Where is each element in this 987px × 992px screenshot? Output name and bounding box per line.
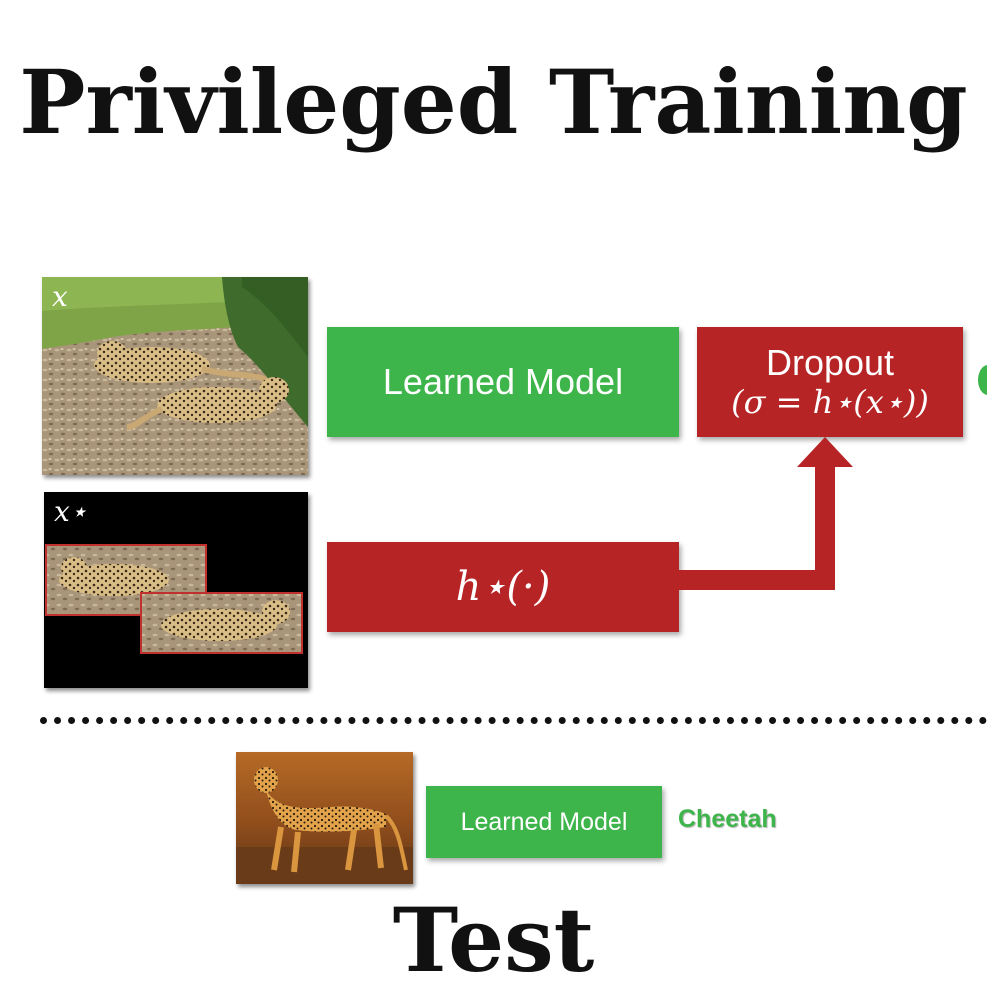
test-image [236, 752, 413, 884]
learned-model-label: Learned Model [382, 361, 624, 402]
arrow-hstar-to-dropout [679, 437, 853, 590]
section-divider [40, 717, 987, 724]
hstar-label: h⋆(·) [455, 564, 551, 610]
green-marker [978, 365, 987, 395]
learned-model-box: Learned Model [327, 327, 679, 437]
hstar-box: h⋆(·) [327, 542, 679, 632]
title-privileged-training: Privileged Training [19, 50, 968, 154]
dropout-formula: (σ = h⋆(x⋆)) [731, 383, 929, 421]
test-learned-model-box: Learned Model [426, 786, 662, 858]
training-image-x [42, 277, 308, 475]
test-learned-model-label: Learned Model [460, 807, 628, 836]
image-xstar-label: x⋆ [54, 495, 88, 528]
training-image-xstar [44, 492, 308, 688]
image-x-label: x [52, 280, 68, 313]
title-test: Test [392, 888, 595, 992]
prediction-label: Cheetah [678, 805, 777, 833]
dropout-box: Dropout (σ = h⋆(x⋆)) [697, 327, 963, 437]
dropout-label: Dropout [765, 342, 895, 383]
